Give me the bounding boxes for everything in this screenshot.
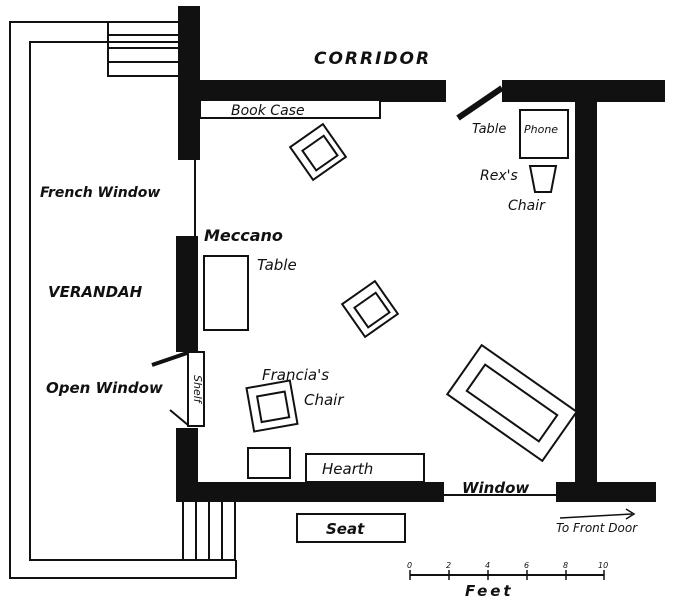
shelf-label: Shelf — [191, 375, 204, 405]
to-front-door-label: To Front Door — [556, 521, 638, 535]
verandah-label: VERANDAH — [48, 283, 143, 301]
francias-label: Francia's — [262, 366, 329, 384]
top-steps-icon — [107, 21, 181, 77]
door-swing-icon — [456, 85, 504, 121]
walls — [176, 6, 665, 502]
open-window-swing-icon — [151, 350, 191, 367]
scale-tick: 10 — [598, 561, 608, 570]
hearth — [305, 453, 425, 483]
armchair-icon — [288, 122, 348, 182]
phone-table — [519, 109, 569, 159]
scale-tick: 6 — [524, 561, 529, 570]
table-right-label: Table — [472, 122, 506, 137]
seat — [296, 513, 406, 543]
hearth-label: Hearth — [322, 460, 373, 478]
front-door-arrow-icon — [559, 513, 633, 519]
open-window-label: Open Window — [46, 379, 163, 397]
rexs-label: Rex's — [480, 168, 518, 184]
seat-label: Seat — [326, 520, 365, 538]
rexs-chair-icon — [528, 165, 558, 193]
scale-bar: 0 2 4 6 8 10 Feet — [407, 561, 608, 600]
open-window-pane — [169, 409, 189, 426]
window-label: Window — [462, 479, 529, 497]
scale-tick: 8 — [563, 561, 568, 570]
small-box — [247, 447, 291, 479]
rexs-chair-label: Chair — [508, 198, 546, 214]
phone-label: Phone — [524, 123, 558, 136]
front-door-arrow-head — [625, 508, 636, 520]
book-case-label: Book Case — [231, 103, 305, 119]
scale-tick: 0 — [407, 561, 412, 570]
french-window-label: French Window — [40, 185, 160, 201]
shelf — [187, 351, 205, 427]
meccano-table — [203, 255, 249, 331]
meccano-label: Meccano — [204, 226, 283, 245]
book-case — [199, 99, 381, 119]
scale-tick: 2 — [446, 561, 451, 570]
scale-tick: 4 — [485, 561, 490, 570]
verandah-outline — [9, 21, 237, 579]
francias-chair-icon — [245, 379, 299, 433]
armchair-icon — [340, 279, 400, 339]
meccano-table-label: Table — [257, 256, 297, 274]
corridor-label: CORRIDOR — [314, 49, 431, 69]
francias-chair-label: Chair — [304, 391, 344, 409]
bottom-steps-icon — [182, 499, 236, 561]
scale-unit-label: Feet — [465, 582, 514, 600]
sofa-icon — [445, 343, 579, 463]
